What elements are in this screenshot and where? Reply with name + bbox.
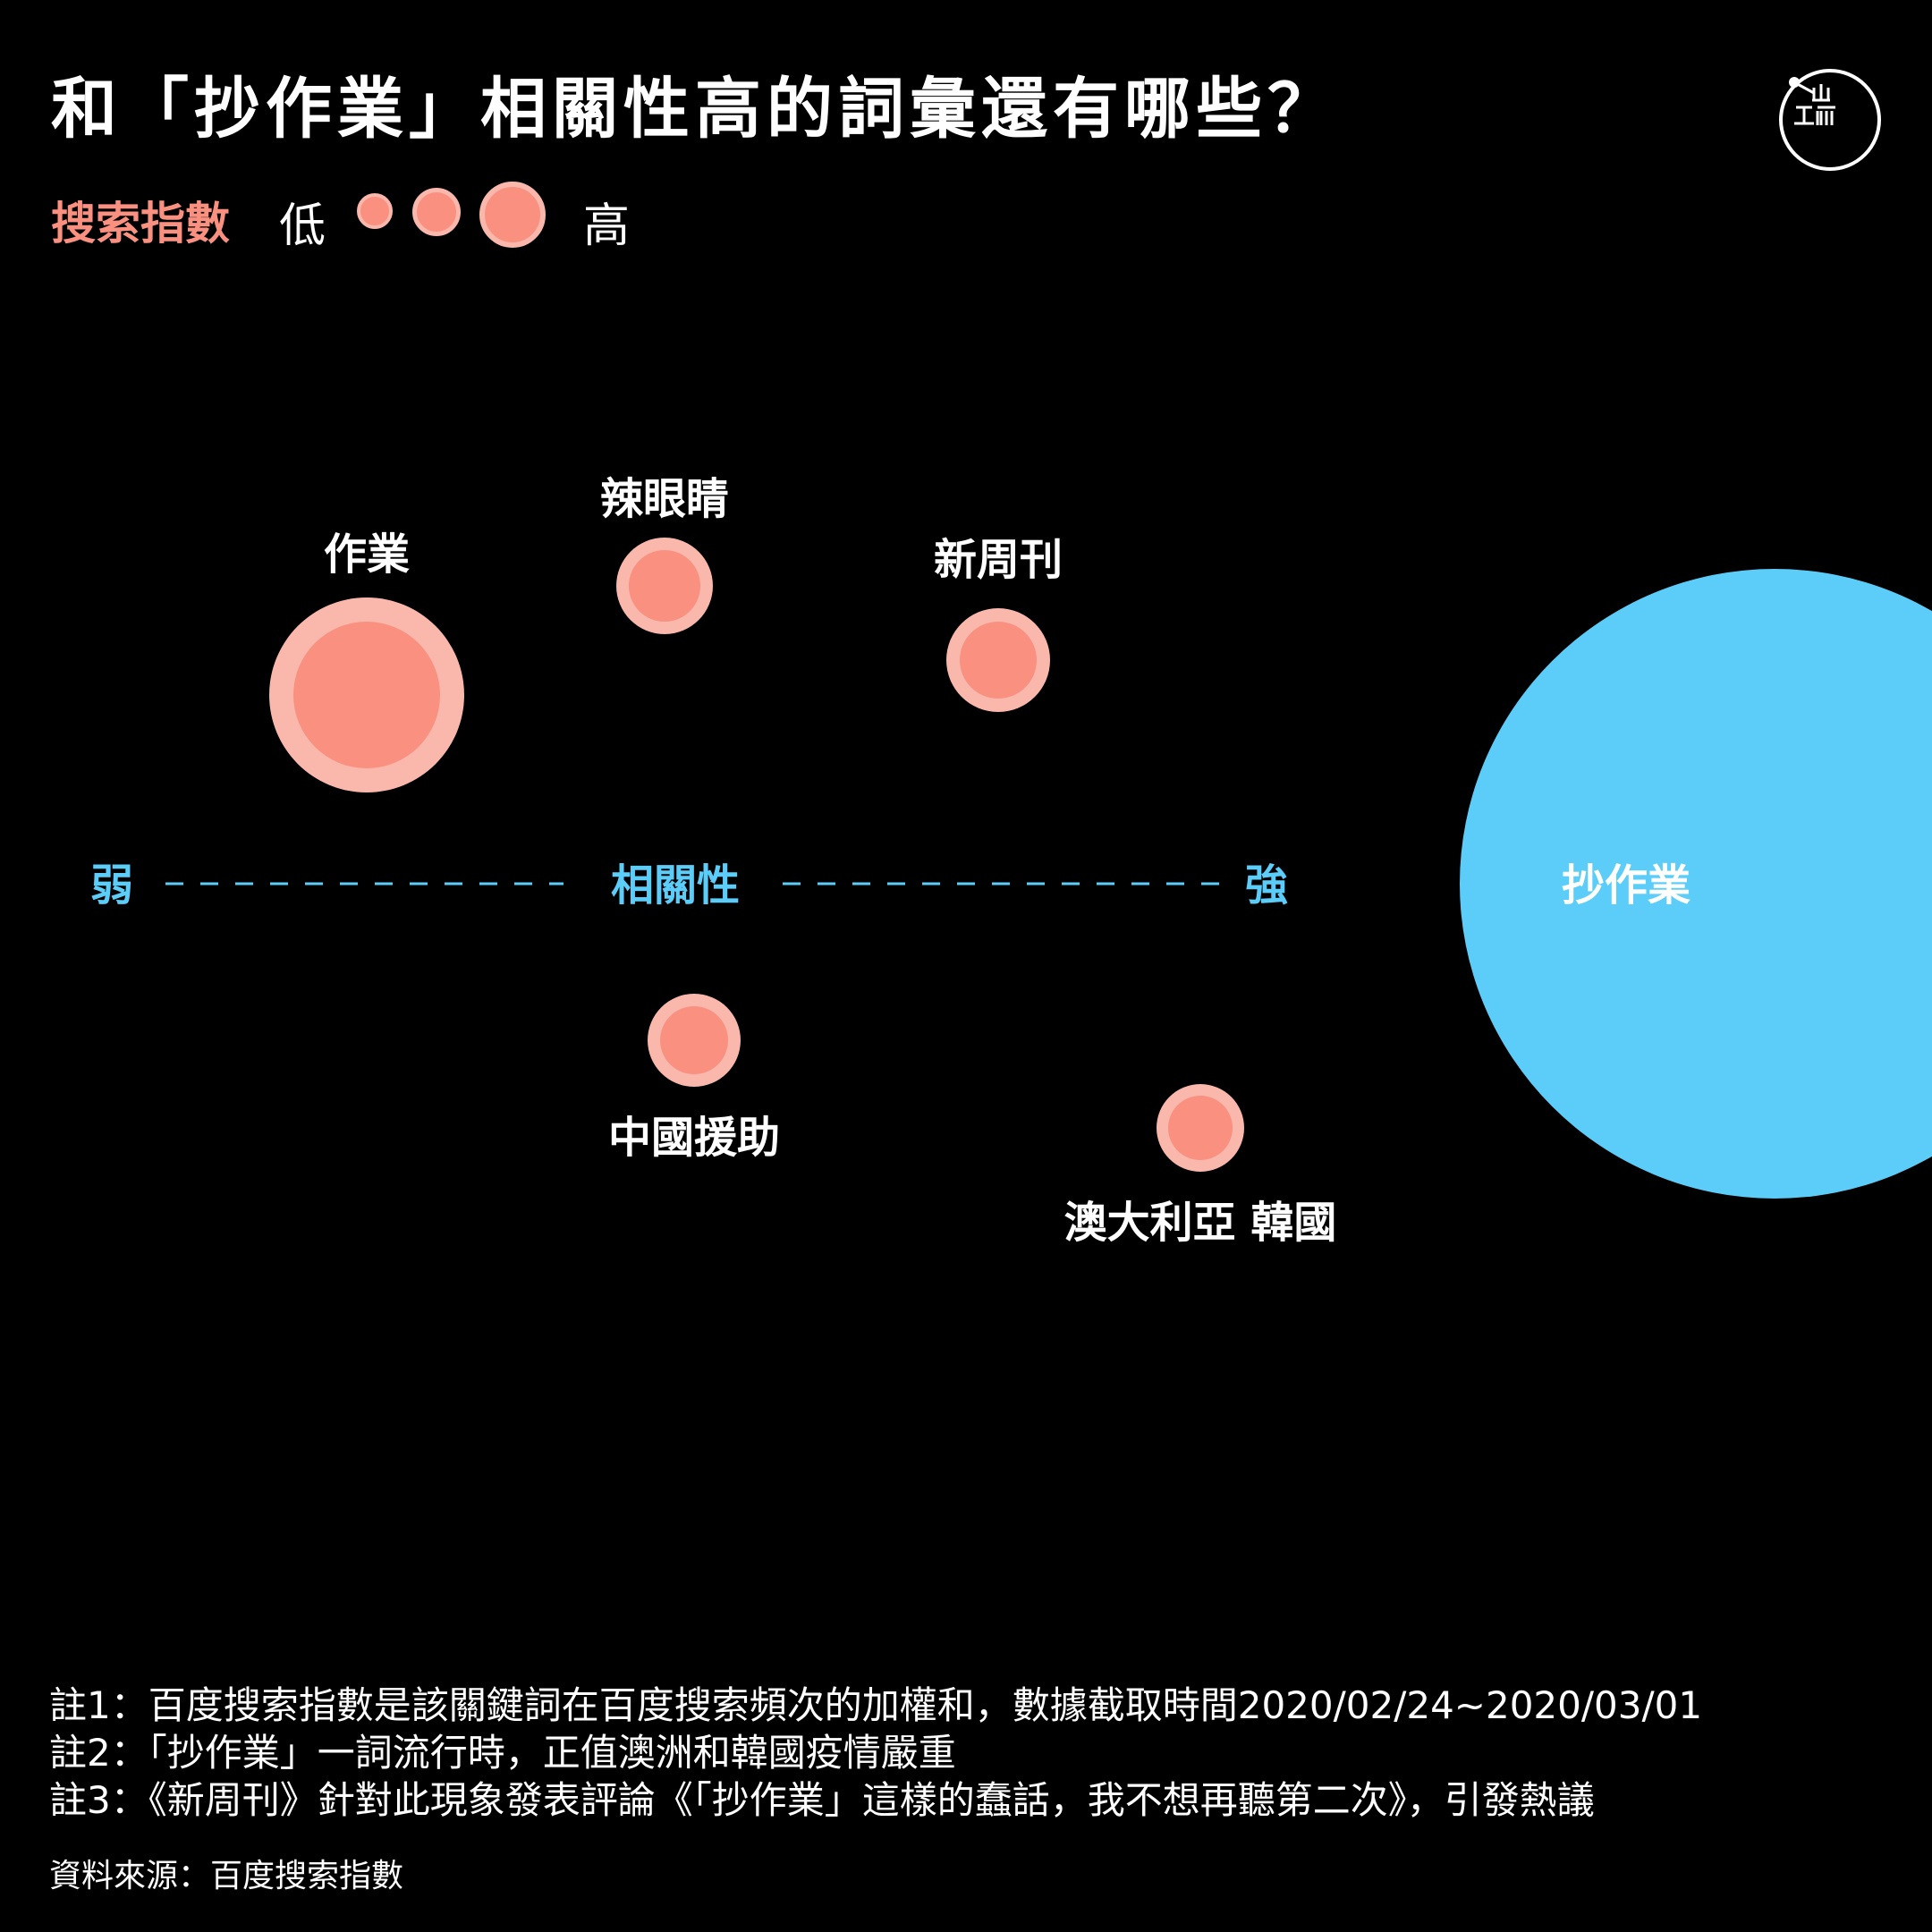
bubble-澳大利亞韓國: [1157, 1084, 1244, 1172]
footnote-2: 註2：「抄作業」一詞流行時，正值澳洲和韓國疫情嚴重: [49, 1731, 956, 1775]
legend-high-label: 高: [583, 199, 631, 253]
axis-low-label: 弱: [90, 860, 133, 911]
footnote-1: 註1：百度搜索指數是該關鍵詞在百度搜索頻次的加權和，數據截取時間2020/02/…: [49, 1683, 1703, 1727]
legend-low-label: 低: [279, 199, 326, 253]
legend-dot-large: [479, 182, 546, 248]
axis-high-label: 強: [1245, 860, 1288, 911]
data-source: 資料來源：百度搜索指數: [49, 1858, 404, 1894]
bubble-辣眼睛: [616, 538, 713, 634]
legend: 搜索指數 低 高: [51, 182, 677, 253]
bubble-label: 作業: [324, 530, 410, 580]
bubble-label: 中國援助: [608, 1113, 780, 1163]
bubble-label: 澳大利亞 韓國: [1064, 1198, 1337, 1248]
legend-dot-medium: [412, 188, 461, 236]
bubble-作業: [269, 597, 464, 792]
legend-dot-small: [357, 193, 393, 229]
legend-title: 搜索指數: [51, 198, 230, 250]
bubble-新周刊: [946, 608, 1050, 712]
center-term-label: 抄作業: [1562, 860, 1690, 911]
axis-label: 相關性: [611, 860, 740, 911]
center-term-bubble: [1460, 569, 1932, 1199]
bubble-中國援助: [648, 994, 741, 1087]
footnotes: 註1：百度搜索指數是該關鍵詞在百度搜索頻次的加權和，數據截取時間2020/02/…: [49, 1682, 1702, 1824]
footnote-3: 註3：《新周刊》針對此現象發表評論《「抄作業」這樣的蠢話，我不想再聽第二次》，引…: [49, 1778, 1595, 1822]
brand-logo-icon: [1779, 69, 1881, 171]
bubble-label: 新周刊: [934, 535, 1063, 585]
bubble-label: 辣眼睛: [600, 474, 729, 524]
chart-title: 和「抄作業」相關性高的詞彙還有哪些？: [51, 71, 1339, 148]
